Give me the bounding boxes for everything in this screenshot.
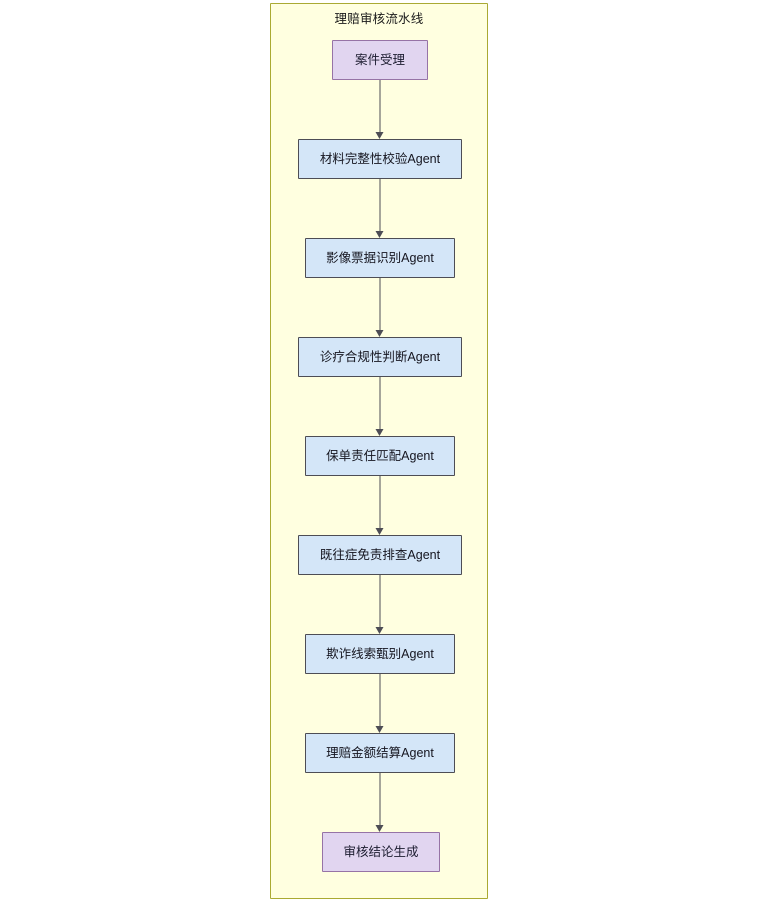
flow-edge-n4-to-n5	[379, 377, 381, 430]
arrowhead-icon-n1-to-n2	[375, 132, 384, 139]
flow-node-n1[interactable]: 案件受理	[332, 40, 428, 80]
flow-node-n6[interactable]: 既往症免责排查Agent	[298, 535, 462, 575]
arrowhead-icon-n4-to-n5	[375, 429, 384, 436]
flow-node-n5[interactable]: 保单责任匹配Agent	[305, 436, 455, 476]
flow-edge-n1-to-n2	[379, 80, 381, 133]
flow-edge-n2-to-n3	[379, 179, 381, 232]
flow-node-n7[interactable]: 欺诈线索甄别Agent	[305, 634, 455, 674]
arrowhead-icon-n7-to-n8	[375, 726, 384, 733]
flow-edge-n6-to-n7	[379, 575, 381, 628]
flow-edge-n3-to-n4	[379, 278, 381, 331]
flow-node-n9[interactable]: 审核结论生成	[322, 832, 440, 872]
flow-edge-n5-to-n6	[379, 476, 381, 529]
flow-node-n3[interactable]: 影像票据识别Agent	[305, 238, 455, 278]
arrowhead-icon-n8-to-n9	[375, 825, 384, 832]
arrowhead-icon-n2-to-n3	[375, 231, 384, 238]
flow-edge-n8-to-n9	[379, 773, 381, 826]
flow-node-n8[interactable]: 理赔金额结算Agent	[305, 733, 455, 773]
pipeline-title: 理赔审核流水线	[334, 12, 424, 26]
arrowhead-icon-n3-to-n4	[375, 330, 384, 337]
flow-edge-n7-to-n8	[379, 674, 381, 727]
flow-node-n2[interactable]: 材料完整性校验Agent	[298, 139, 462, 179]
arrowhead-icon-n5-to-n6	[375, 528, 384, 535]
flow-node-n4[interactable]: 诊疗合规性判断Agent	[298, 337, 462, 377]
arrowhead-icon-n6-to-n7	[375, 627, 384, 634]
